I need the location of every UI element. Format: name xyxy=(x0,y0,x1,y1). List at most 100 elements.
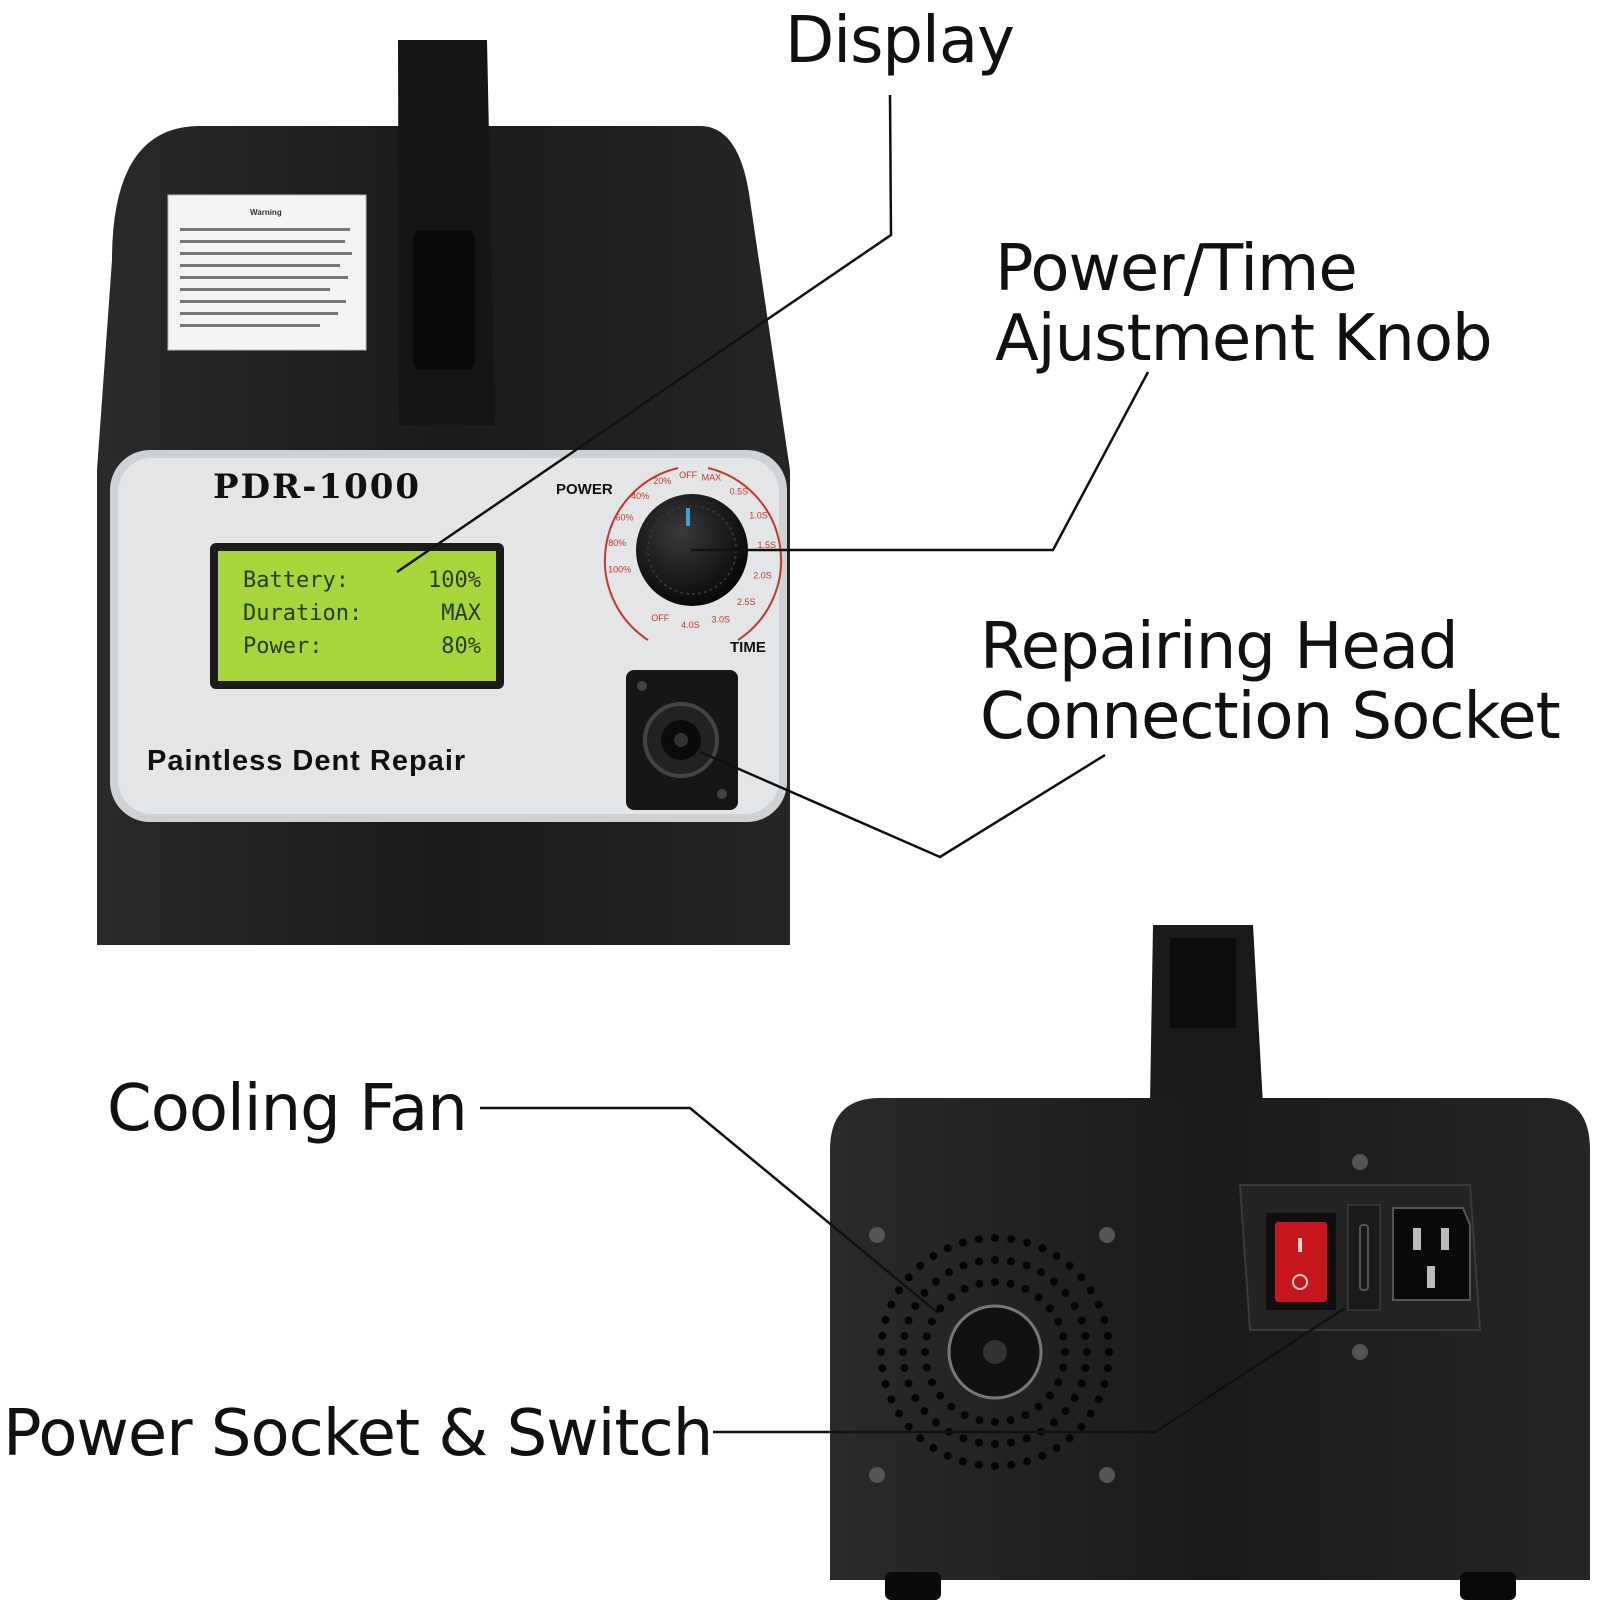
fan-vent-hole xyxy=(931,1418,940,1427)
fan-vent-hole xyxy=(1050,1277,1059,1286)
fan-vent-hole xyxy=(1021,1411,1030,1420)
fan-vent-hole xyxy=(975,1279,984,1288)
fan-vent-hole xyxy=(1070,1394,1079,1402)
leader-fan xyxy=(480,1106,939,1314)
time-tick: MAX xyxy=(702,473,722,483)
fan-vent-hole xyxy=(1077,1379,1086,1388)
front-unit: Warning PDR-1000 Battery: 100% Duration xyxy=(97,40,790,945)
power-switch[interactable] xyxy=(1275,1222,1327,1302)
fan-vent-hole xyxy=(931,1277,940,1286)
fan-vent-hole xyxy=(991,1440,999,1448)
fan-vent-hole xyxy=(960,1411,969,1420)
fan-vent-hole xyxy=(920,1407,929,1416)
fan-vent-hole xyxy=(904,1379,913,1388)
lcd-duration-value: MAX xyxy=(441,601,481,626)
fan-vent-hole xyxy=(958,1457,967,1466)
lcd-battery-value: 100% xyxy=(428,568,481,593)
fan-vent-hole xyxy=(921,1348,929,1356)
fan-vent-hole xyxy=(991,1234,999,1242)
fan-vent-hole xyxy=(881,1380,890,1389)
callout-display: Display xyxy=(785,4,1014,78)
fan-vent-hole xyxy=(959,1261,968,1270)
fan-vent-hole xyxy=(878,1331,887,1340)
repairing-head-socket[interactable] xyxy=(626,670,738,810)
fan-vent-hole xyxy=(1100,1315,1109,1324)
fan-vent-hole xyxy=(975,1257,983,1266)
power-tick: 80% xyxy=(608,538,626,548)
fan-vent-hole xyxy=(895,1286,904,1295)
fan-vent-hole xyxy=(1077,1422,1086,1431)
fan-vent-hole xyxy=(895,1409,904,1418)
callout-knob-line2: Ajustment Knob xyxy=(995,302,1492,376)
fan-vent-hole xyxy=(1007,1235,1016,1244)
fan-vent-hole xyxy=(1081,1332,1090,1340)
fan-vent-hole xyxy=(881,1315,890,1324)
fan-vent-hole xyxy=(887,1300,896,1309)
leader-display xyxy=(396,94,893,574)
fan-vent-hole xyxy=(991,1462,999,1470)
fan-vent-hole xyxy=(911,1394,920,1402)
fan-vent-hole xyxy=(1059,1332,1068,1341)
fan-vent-hole xyxy=(1054,1317,1063,1326)
fan-vent-hole xyxy=(1007,1460,1016,1469)
fan-vent-hole xyxy=(1086,1286,1095,1295)
fan-vent-hole xyxy=(958,1238,967,1247)
fan-vent-hole xyxy=(1086,1409,1095,1418)
fan-vent-hole xyxy=(936,1304,945,1313)
fan-vent-hole xyxy=(904,1422,913,1431)
fan-vent-hole xyxy=(1052,1252,1061,1261)
fan-vent-hole xyxy=(943,1244,952,1253)
knob-indicator xyxy=(686,508,690,526)
fan-vent-hole xyxy=(1006,1416,1015,1425)
fan-vent-hole xyxy=(887,1395,896,1404)
fan-vent-hole xyxy=(1023,1238,1032,1247)
power-tick: 40% xyxy=(631,491,649,501)
back-housing xyxy=(830,1098,1590,1580)
callout-knob-line1: Power/Time xyxy=(995,232,1357,306)
fan-vent-hole xyxy=(1077,1316,1086,1325)
power-scale-label: POWER xyxy=(556,481,613,498)
fan-vent-hole xyxy=(900,1364,909,1372)
fan-vent-hole xyxy=(1052,1443,1061,1452)
fan-vent-hole xyxy=(877,1348,885,1356)
fan-vent-hole xyxy=(947,1293,956,1302)
fan-vent-hole xyxy=(1094,1395,1103,1404)
fan-vent-hole xyxy=(929,1252,938,1261)
power-tick: 20% xyxy=(653,476,671,486)
leader-socket xyxy=(699,750,1106,859)
time-tick: OFF xyxy=(651,613,669,623)
power-module xyxy=(1238,1154,1482,1360)
screw xyxy=(1099,1227,1115,1243)
knob-scale-ticks: OFF20%40%60%80%100%MAX0.5S1.0S1.5S2.0S2.… xyxy=(608,470,776,630)
fan-vent-hole xyxy=(1103,1364,1112,1373)
fan-vent-hole xyxy=(991,1256,999,1264)
fan-vent-hole xyxy=(1045,1304,1054,1313)
foot-left xyxy=(885,1572,941,1600)
callout-power-socket: Power Socket & Switch xyxy=(3,1397,712,1471)
fan-vent-hole xyxy=(1061,1407,1070,1416)
fan-vent-hole xyxy=(899,1348,907,1356)
fuse-holder[interactable] xyxy=(1347,1204,1381,1311)
fan-vent-hole xyxy=(878,1364,887,1373)
fan-vent-hole xyxy=(1065,1261,1074,1270)
fan-vent-hole xyxy=(936,1391,945,1400)
fan-vent-hole xyxy=(1105,1348,1113,1356)
fan-vent-hole xyxy=(1094,1300,1103,1309)
time-tick: 0.5S xyxy=(730,487,749,497)
foot-right xyxy=(1460,1572,1516,1600)
fan-vent-hole xyxy=(1006,1279,1015,1288)
screw xyxy=(1099,1467,1115,1483)
fan-vent-hole xyxy=(1022,1261,1031,1270)
fan-vent-hole xyxy=(922,1363,931,1372)
handle-grip xyxy=(413,230,475,370)
time-tick: 2.5S xyxy=(737,597,756,607)
fan-vent-hole xyxy=(916,1434,925,1443)
fan-vent-hole xyxy=(922,1332,931,1341)
power-socket[interactable] xyxy=(1392,1207,1471,1301)
fan-vent-hole xyxy=(900,1332,909,1340)
warning-text-lines xyxy=(180,228,352,327)
fan-vent-hole xyxy=(974,1460,983,1469)
fan-vent-hole xyxy=(1054,1378,1063,1387)
fan-vent-hole xyxy=(943,1451,952,1460)
fan-vent-hole xyxy=(1061,1288,1070,1297)
